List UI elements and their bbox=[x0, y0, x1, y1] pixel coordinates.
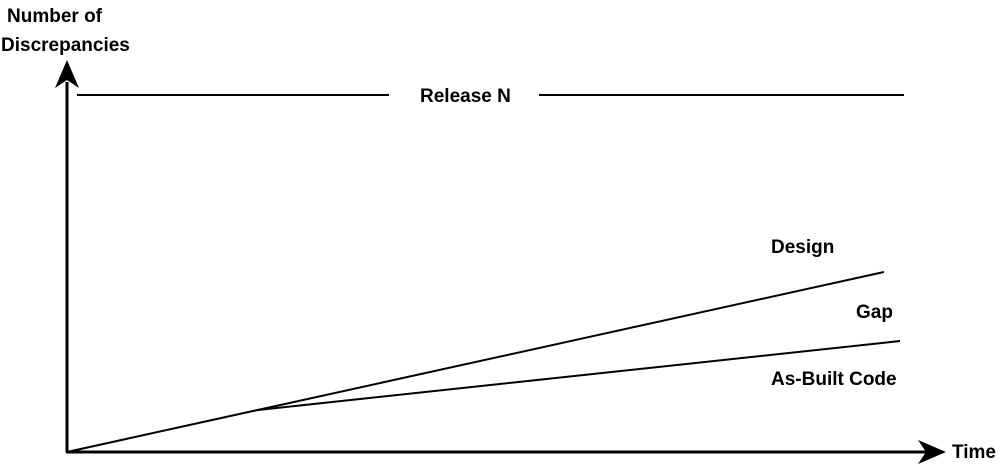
x-axis-arrowhead bbox=[918, 440, 946, 464]
gap-label: Gap bbox=[856, 302, 893, 323]
release-label: Release N bbox=[420, 86, 511, 107]
as-built-code-label: As-Built Code bbox=[771, 369, 897, 390]
y-axis-arrowhead bbox=[55, 60, 79, 88]
design-line bbox=[66, 271, 885, 453]
y-axis-label-line2: Discrepancies bbox=[1, 35, 130, 56]
design-label: Design bbox=[771, 237, 834, 258]
x-axis-label: Time bbox=[952, 442, 996, 463]
as-built-code-line bbox=[257, 340, 901, 411]
y-axis-label-line1: Number of bbox=[7, 6, 103, 27]
